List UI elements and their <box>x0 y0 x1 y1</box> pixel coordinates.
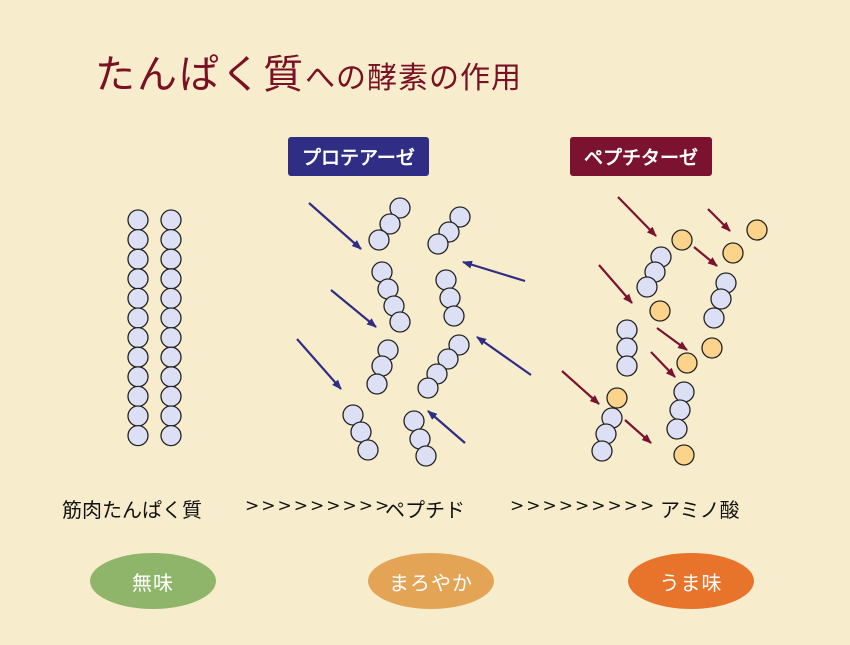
stage-arrows-2: >>>>>>>>> <box>510 496 657 516</box>
protein-chain-bead <box>127 326 149 349</box>
peptide-bead <box>439 287 461 309</box>
peptide-bead <box>449 206 471 228</box>
amino-acid-bead <box>649 300 671 322</box>
protein-chain-bead <box>127 366 149 388</box>
protein-chain-bead <box>160 385 182 408</box>
peptide-bead <box>591 440 613 462</box>
peptide-bead <box>403 410 425 432</box>
taste-umami-badge: うま味 <box>628 553 754 609</box>
peptide-bead <box>669 399 691 421</box>
enzyme-arrow <box>330 289 377 328</box>
protease-label: プロテアーゼ <box>288 137 429 176</box>
peptide-bead <box>417 377 439 399</box>
peptide-bead <box>350 421 372 443</box>
protein-chain-bead <box>127 248 149 270</box>
protein-chain-bead <box>160 346 182 368</box>
peptide-bead <box>427 233 449 255</box>
peptide-bead <box>371 355 393 377</box>
stage-protein-label: 筋肉たんぱく質 <box>62 498 202 522</box>
enzyme-arrow-layer <box>296 196 731 444</box>
enzyme-arrow <box>308 202 362 250</box>
peptide-bead <box>616 319 638 341</box>
peptide-bead <box>415 445 437 467</box>
title-main: たんぱく質 <box>95 52 305 98</box>
stage-amino-label: アミノ酸 <box>660 498 740 522</box>
peptide-bead <box>710 288 732 310</box>
protein-chain-bead <box>127 307 149 329</box>
enzyme-arrow <box>296 338 342 390</box>
peptide-bead <box>703 307 725 329</box>
taste-tasteless-badge: 無味 <box>90 553 216 609</box>
amino-acid-bead <box>746 219 768 241</box>
peptide-bead <box>379 213 401 235</box>
enzyme-arrow <box>561 370 600 405</box>
protein-chain-bead <box>127 228 149 251</box>
protein-chain-bead <box>160 405 182 427</box>
protein-chain-bead <box>160 287 182 310</box>
protein-chain-bead <box>127 268 149 290</box>
peptide-bead <box>673 381 695 403</box>
amino-acid-bead <box>673 444 695 466</box>
amino-acid-bead <box>671 229 693 251</box>
peptidase-label: ペプチターゼ <box>570 137 713 176</box>
peptide-bead <box>666 418 688 440</box>
peptide-bead <box>616 355 638 377</box>
peptide-bead <box>636 276 658 298</box>
protein-chain-bead <box>160 209 182 231</box>
stage-peptide-label: ペプチド <box>385 498 465 522</box>
amino-acid-bead <box>676 352 698 374</box>
protein-chain-bead <box>160 268 182 290</box>
enzyme-arrow <box>462 260 526 283</box>
peptide-bead <box>443 305 465 327</box>
peptide-bead <box>389 311 411 333</box>
protein-chain-bead <box>127 287 149 310</box>
enzyme-arrow <box>624 419 652 444</box>
protein-chain-bead <box>160 307 182 329</box>
enzyme-arrow <box>476 336 532 376</box>
peptide-bead <box>366 373 388 395</box>
enzyme-arrow <box>707 208 731 232</box>
enzyme-arrow <box>598 264 633 304</box>
peptide-bead <box>368 229 390 251</box>
enzyme-arrow <box>656 327 688 351</box>
bead-layer <box>127 197 768 467</box>
protein-chain-bead <box>160 228 182 251</box>
protein-chain-bead <box>160 366 182 388</box>
title-sub: への酵素の作用 <box>305 61 522 96</box>
peptide-bead <box>389 197 411 219</box>
enzyme-arrow <box>427 410 466 444</box>
protein-chain-bead <box>127 405 149 427</box>
peptide-bead <box>448 334 470 356</box>
protein-chain-bead <box>160 248 182 270</box>
protein-chain-bead <box>160 326 182 349</box>
peptide-bead <box>435 269 457 291</box>
taste-mild-badge: まろやか <box>368 553 494 609</box>
enzyme-arrow <box>693 246 718 267</box>
protein-chain-bead <box>127 209 149 231</box>
peptide-bead <box>616 337 638 359</box>
amino-acid-bead <box>606 387 628 409</box>
amino-acid-bead <box>722 242 744 264</box>
enzyme-arrow <box>617 196 657 237</box>
peptide-bead <box>357 439 379 461</box>
protein-chain-bead <box>127 385 149 408</box>
peptide-bead <box>437 348 459 370</box>
stage-arrows-1: >>>>>>>>> <box>245 496 392 516</box>
enzyme-arrow <box>650 351 676 378</box>
protein-chain-bead <box>127 346 149 368</box>
page-title: たんぱく質への酵素の作用 <box>95 42 522 100</box>
protein-chain-bead <box>127 424 149 447</box>
amino-acid-bead <box>701 337 723 359</box>
protein-chain-bead <box>160 424 182 447</box>
